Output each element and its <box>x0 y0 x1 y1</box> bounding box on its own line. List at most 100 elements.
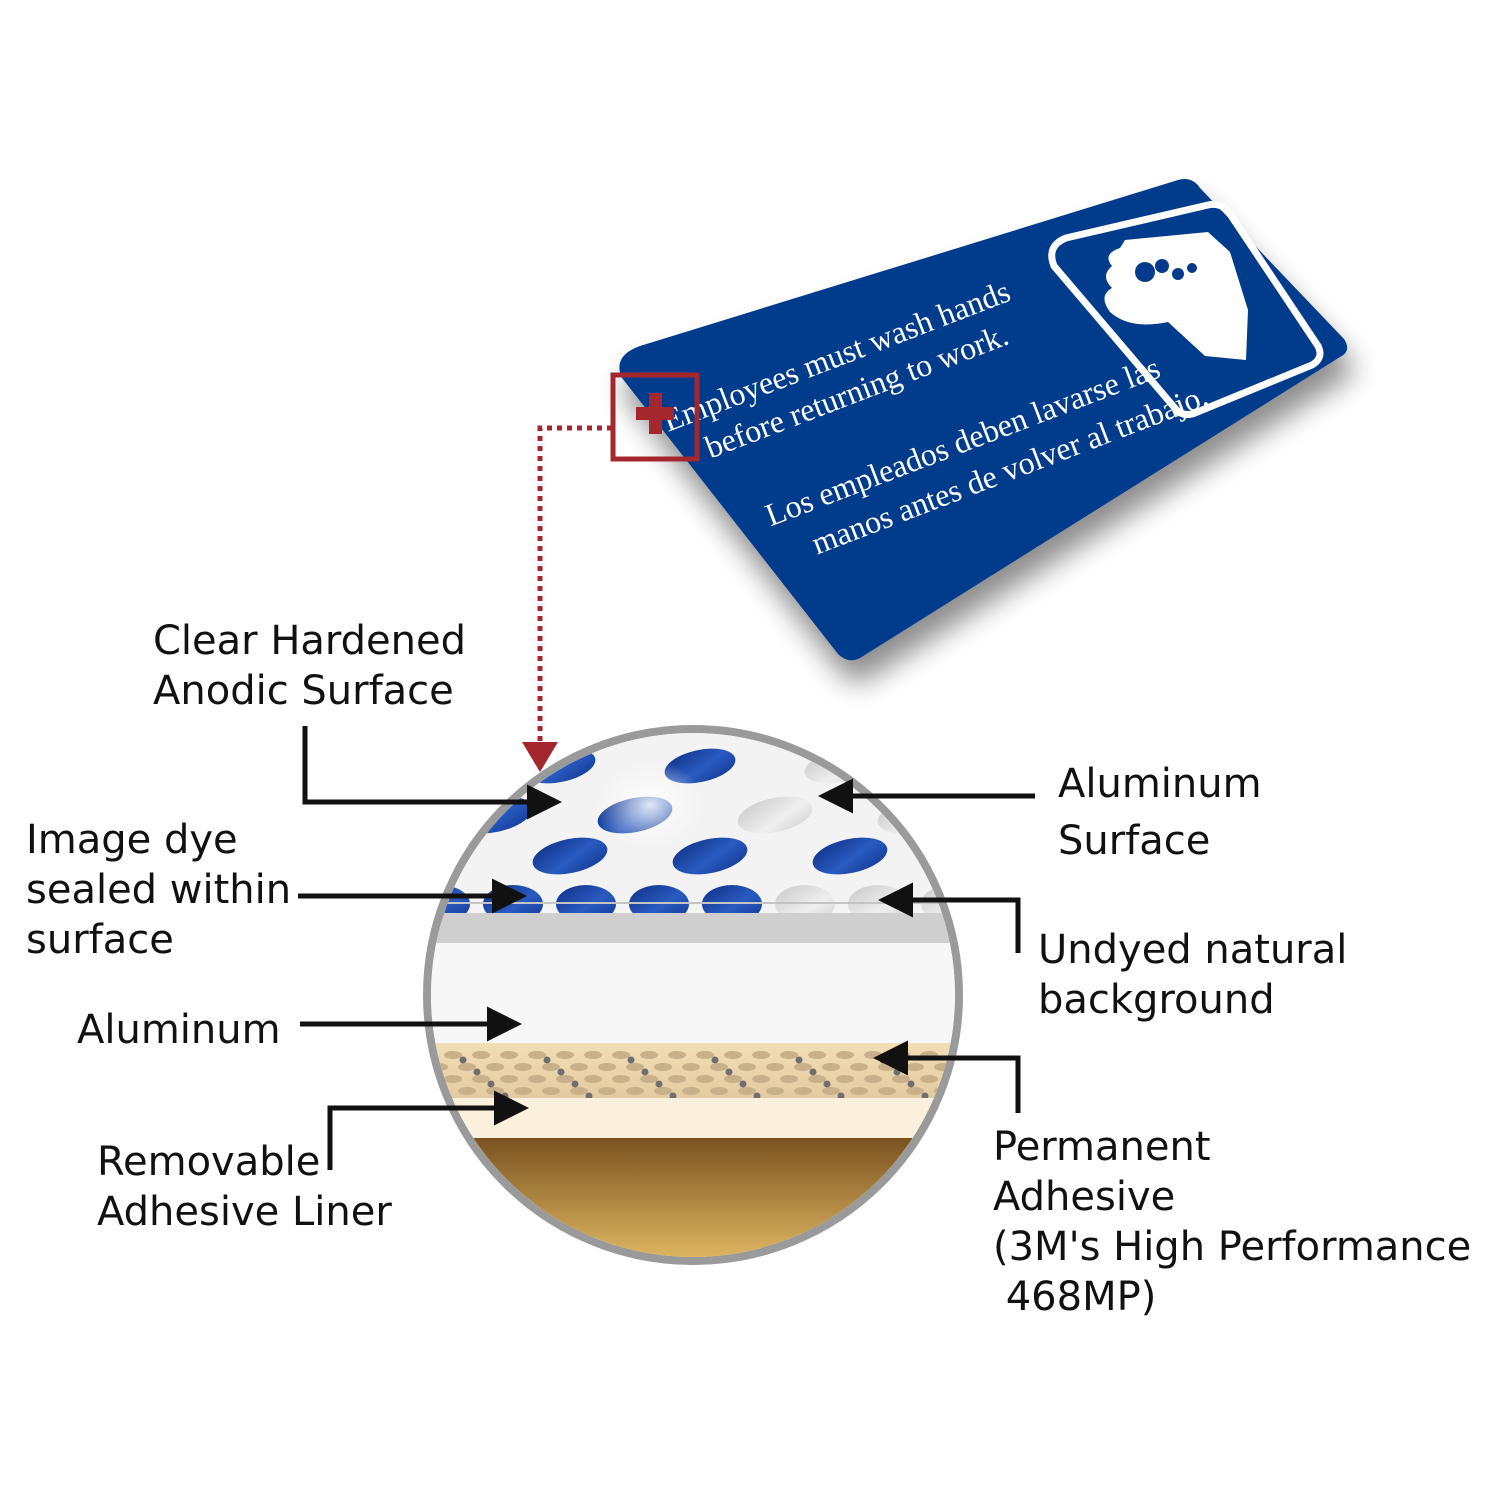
leader-lines <box>298 726 1035 1170</box>
adhesive-particle <box>725 1068 733 1076</box>
adhesive-bubble <box>654 1063 672 1071</box>
adhesive-particle <box>655 1080 663 1088</box>
adhesive-particle <box>543 1056 551 1064</box>
adhesive-bubble <box>766 1087 784 1095</box>
adhesive-bubble <box>892 1075 910 1083</box>
undyed-pore <box>952 837 955 875</box>
adhesive-bubble <box>626 1063 644 1071</box>
adhesive-bubble <box>514 1063 532 1071</box>
adhesive-bubble <box>556 1075 574 1083</box>
adhesive-particle <box>487 1080 495 1088</box>
adhesive-bubble <box>780 1075 798 1083</box>
adhesive-bubble <box>850 1063 868 1071</box>
adhesive-bubble <box>794 1087 812 1095</box>
adhesive-bubble <box>472 1075 490 1083</box>
adhesive-bubble <box>444 1075 462 1083</box>
adhesive-bubble <box>486 1087 504 1095</box>
adhesive-particle <box>473 1068 481 1076</box>
adhesive-bubble <box>906 1063 924 1071</box>
adhesive-bubble <box>640 1051 658 1059</box>
adhesive-bubble <box>808 1075 826 1083</box>
adhesive-bubble <box>584 1075 602 1083</box>
adhesive-bubble <box>948 1075 955 1083</box>
undyed-pore <box>944 748 955 784</box>
adhesive-particles <box>431 1051 980 1100</box>
adhesive-bubble <box>458 1063 476 1071</box>
adhesive-particle <box>921 1092 929 1100</box>
zoom-leader-dotted <box>522 425 612 772</box>
adhesive-bubble <box>724 1051 742 1059</box>
label-undyed-natural-background: Undyed natural background <box>1038 927 1348 1023</box>
adhesive-bubble <box>612 1051 630 1059</box>
adhesive-bubble <box>431 1075 434 1083</box>
adhesive-bubble <box>962 1063 980 1071</box>
adhesive-bubble <box>472 1051 490 1059</box>
adhesive-bubble <box>542 1087 560 1095</box>
adhesive-bubble <box>570 1087 588 1095</box>
adhesive-bubble <box>458 1087 476 1095</box>
adhesive-bubble <box>640 1075 658 1083</box>
adhesive-bubble <box>514 1087 532 1095</box>
adhesive-particle <box>627 1056 635 1064</box>
adhesive-particle <box>641 1068 649 1076</box>
leader-removable-liner <box>327 1090 529 1170</box>
label-aluminum-surface: Aluminum Surface <box>1058 761 1262 864</box>
adhesive-particle <box>893 1068 901 1076</box>
adhesive-bubble <box>500 1075 518 1083</box>
adhesive-bubble <box>822 1087 840 1095</box>
leader-permanent-adhesive <box>873 1040 1021 1113</box>
adhesive-bubble <box>486 1063 504 1071</box>
adhesive-bubble <box>780 1051 798 1059</box>
adhesive-bubble <box>598 1087 616 1095</box>
adhesive-bubble <box>584 1051 602 1059</box>
adhesive-particle <box>585 1092 593 1100</box>
adhesive-bubble <box>542 1063 560 1071</box>
adhesive-particle <box>907 1080 915 1088</box>
plus-icon <box>636 393 674 434</box>
adhesive-particle <box>837 1092 845 1100</box>
adhesive-bubble <box>710 1087 728 1095</box>
adhesive-bubble <box>654 1087 672 1095</box>
adhesive-particle <box>711 1056 719 1064</box>
label-image-dye: Image dye sealed within surface <box>26 817 292 963</box>
adhesive-bubble <box>598 1063 616 1071</box>
adhesive-bubble <box>962 1087 980 1095</box>
adhesive-bubble <box>500 1051 518 1059</box>
adhesive-bubble <box>864 1051 882 1059</box>
adhesive-particle <box>753 1092 761 1100</box>
adhesive-bubble <box>808 1051 826 1059</box>
adhesive-bubble <box>878 1063 896 1071</box>
adhesive-bubble <box>682 1087 700 1095</box>
dyed-pore <box>812 837 888 875</box>
adhesive-particle <box>557 1068 565 1076</box>
adhesive-bubble <box>794 1063 812 1071</box>
adhesive-bubble <box>528 1075 546 1083</box>
adhesive-bubble <box>528 1051 546 1059</box>
adhesive-bubble <box>752 1051 770 1059</box>
adhesive-bubble <box>836 1051 854 1059</box>
adhesive-particle <box>795 1056 803 1064</box>
adhesive-bubble <box>668 1075 686 1083</box>
label-permanent-adhesive: Permanent Adhesive (3M's High Performanc… <box>993 1124 1472 1320</box>
adhesive-bubble <box>570 1063 588 1071</box>
leader-undyed <box>878 882 1021 953</box>
adhesive-bubble <box>738 1063 756 1071</box>
adhesive-bubble <box>878 1087 896 1095</box>
adhesive-bubble <box>920 1075 938 1083</box>
adhesive-bubble <box>682 1063 700 1071</box>
adhesive-particle <box>571 1080 579 1088</box>
adhesive-bubble <box>766 1063 784 1071</box>
adhesive-bubble <box>556 1051 574 1059</box>
hand-washing-icon <box>1048 200 1324 418</box>
adhesive-bubble <box>626 1087 644 1095</box>
adhesive-bubble <box>822 1063 840 1071</box>
adhesive-particle <box>669 1092 677 1100</box>
label-aluminum: Aluminum <box>77 1007 281 1053</box>
adhesive-bubble <box>710 1063 728 1071</box>
adhesive-bubble <box>724 1075 742 1083</box>
adhesive-particle <box>459 1056 467 1064</box>
adhesive-bubble <box>864 1075 882 1083</box>
adhesive-bubble <box>752 1075 770 1083</box>
adhesive-bubble <box>738 1087 756 1095</box>
